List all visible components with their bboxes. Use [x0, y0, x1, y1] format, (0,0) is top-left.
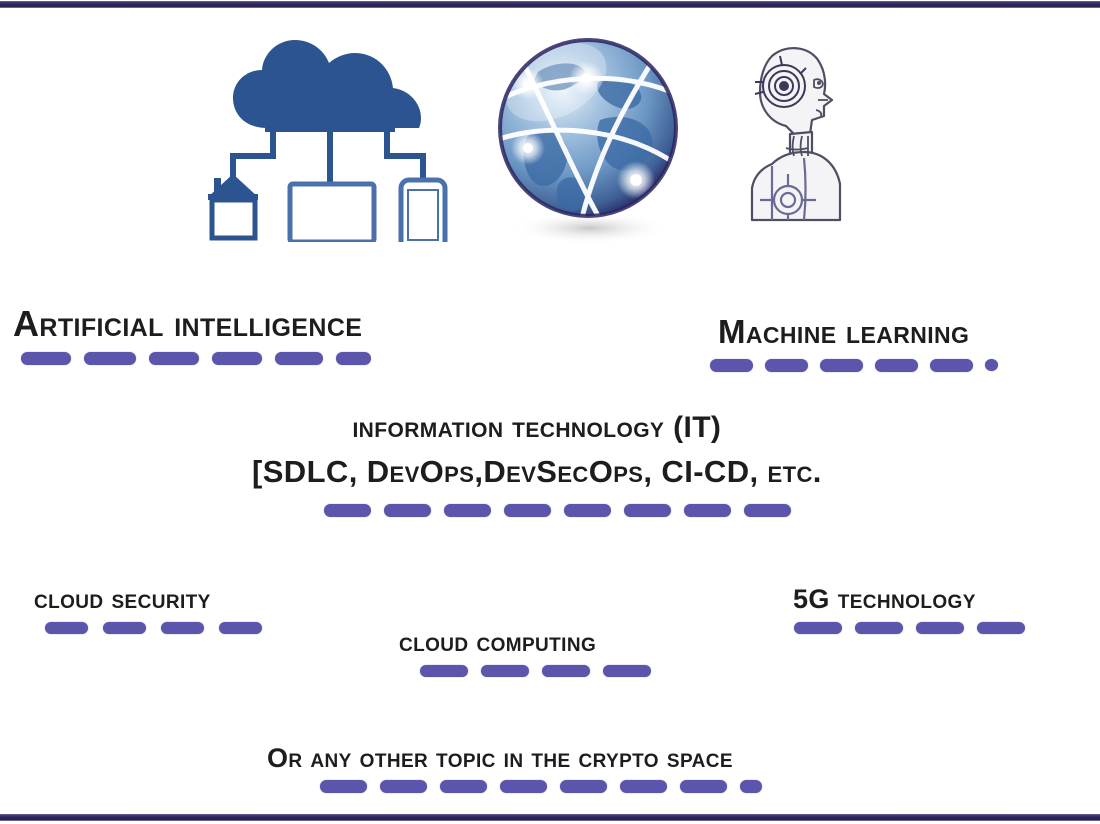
dash-underline	[794, 622, 1025, 635]
dash-underline	[45, 622, 262, 635]
globe-network-icon	[480, 28, 705, 253]
icon-row	[0, 18, 1100, 261]
top-divider-rule	[0, 1, 1100, 8]
topic-cloud-security: cloud security	[34, 584, 262, 635]
topic-5g-technology: 5G technology	[793, 584, 1025, 635]
dash-underline	[324, 504, 822, 518]
dash-underline	[710, 358, 998, 372]
dash-underline	[420, 665, 651, 678]
topic-cloud-computing: cloud computing	[399, 627, 651, 678]
topic-label: 5G technology	[793, 584, 976, 614]
dash-dot	[985, 359, 998, 372]
topic-label: Machine learning	[718, 313, 970, 350]
dash-underline	[21, 351, 371, 365]
topic-information-technology: information technology (IT) [SDLC, DevOp…	[252, 411, 822, 518]
dash-underline	[320, 780, 762, 794]
cloud-network-icon	[205, 32, 455, 261]
topic-label-line1: information technology (IT)	[352, 411, 722, 444]
robot-head-icon	[742, 38, 852, 228]
topic-label-line2: [SDLC, DevOps,DevSecOps, CI-CD, etc.	[252, 453, 822, 489]
topic-machine-learning: Machine learning	[710, 313, 998, 372]
topic-other-crypto-space: Or any other topic in the crypto space	[267, 743, 762, 794]
topic-label: Artificial intelligence	[13, 303, 363, 344]
bottom-divider-rule	[0, 814, 1100, 821]
topic-artificial-intelligence: Artificial intelligence	[13, 305, 371, 365]
topic-label: cloud security	[34, 584, 211, 614]
topic-label: Or any other topic in the crypto space	[267, 743, 733, 773]
topic-label: cloud computing	[399, 627, 597, 657]
